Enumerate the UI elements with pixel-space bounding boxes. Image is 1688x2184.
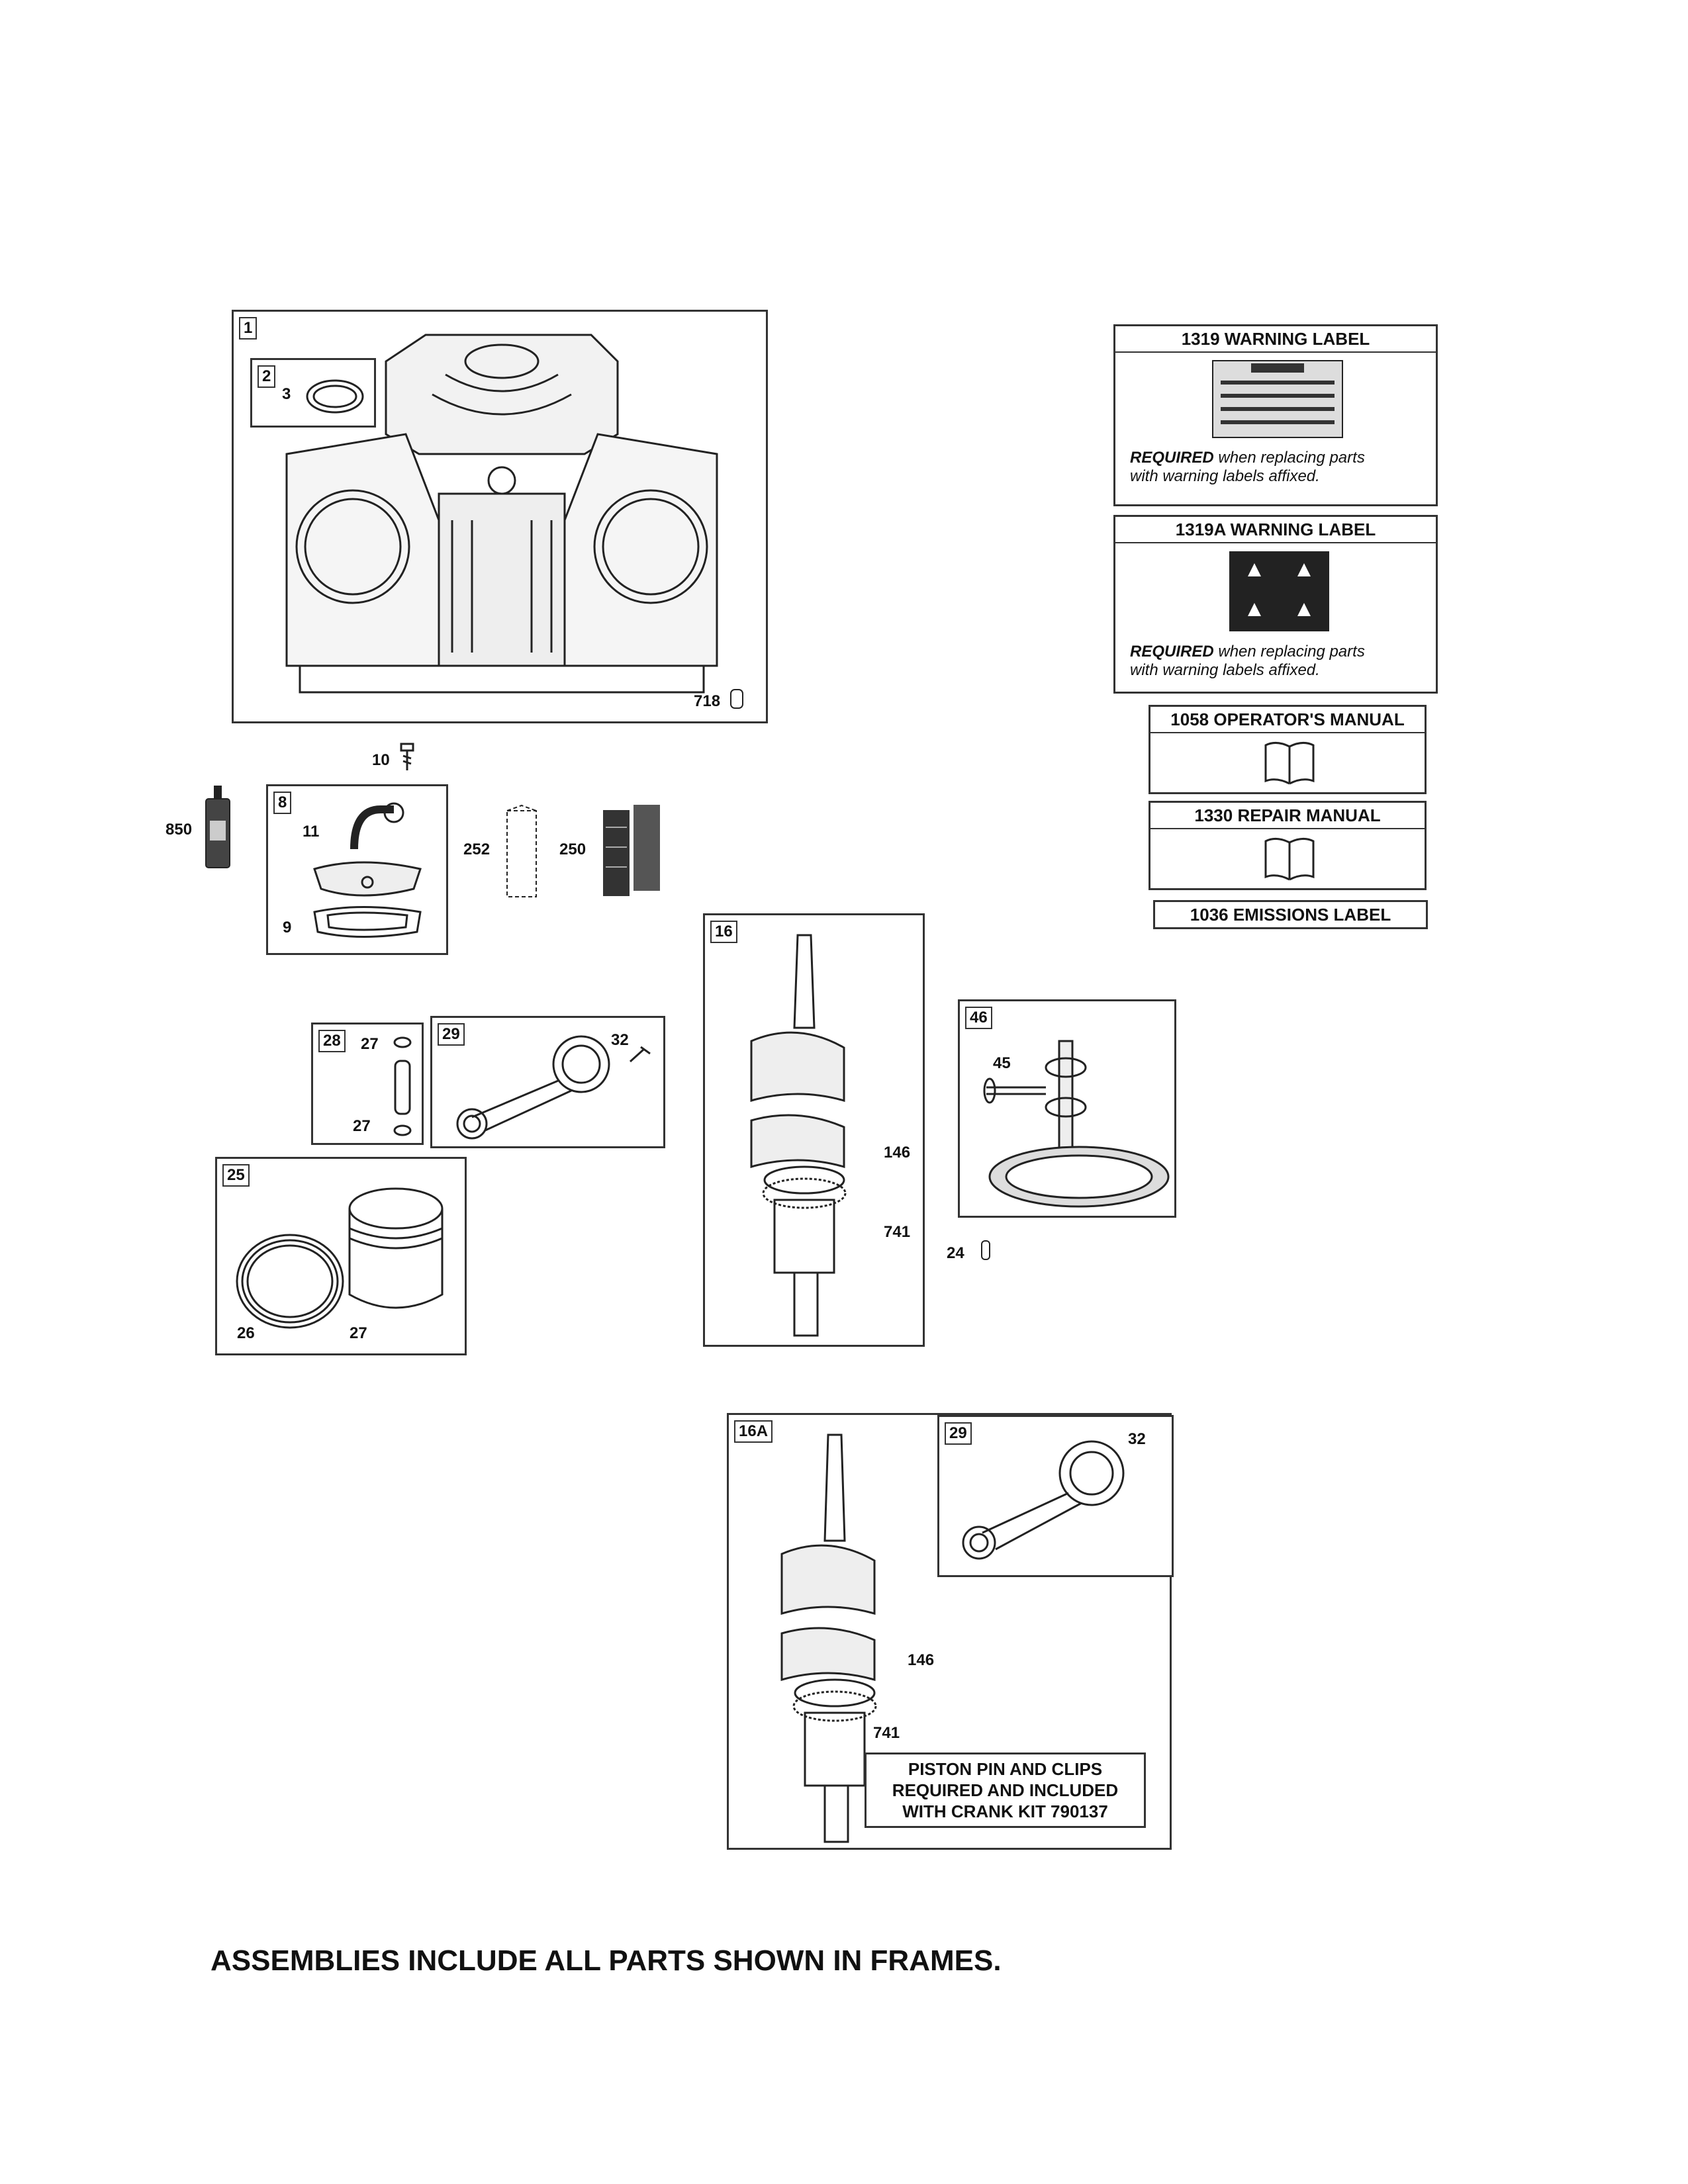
callout-32: 32 <box>611 1031 629 1049</box>
footer-note: ASSEMBLIES INCLUDE ALL PARTS SHOWN IN FR… <box>211 1944 1002 1977</box>
warning-label-1319a: 1319A WARNING LABEL REQUIRED when replac… <box>1113 515 1438 694</box>
filter-icon <box>506 804 537 897</box>
required-rest: when replacing parts <box>1213 449 1365 467</box>
warning-sticker-icon <box>1212 360 1343 438</box>
frame-28-pin-clips: 28 27 27 <box>311 1023 424 1145</box>
callout-9: 9 <box>283 919 292 936</box>
frame-29-connecting-rod: 29 32 <box>937 1415 1174 1577</box>
required-bold: REQUIRED <box>1130 643 1214 660</box>
bolt-icon <box>629 1046 651 1063</box>
tube-bottle-icon <box>205 786 230 868</box>
emissions-label-1036: 1036 EMISSIONS LABEL <box>1153 900 1428 929</box>
connecting-rod-icon <box>456 1035 610 1140</box>
piston-pin-note: PISTON PIN AND CLIPS REQUIRED AND INCLUD… <box>865 1752 1146 1828</box>
engine-block-icon <box>285 334 718 694</box>
book-icon <box>1264 742 1315 785</box>
frame-tag: 28 <box>318 1030 346 1052</box>
callout-26: 26 <box>237 1324 255 1342</box>
frame-29-connecting-rod: 29 32 <box>430 1016 665 1148</box>
required-rest: when replacing parts <box>1213 643 1365 660</box>
frame-16a-crankshaft-kit: 16A 146 741 29 32 PISTON PIN AND CLIPS R… <box>727 1413 1174 1850</box>
callout-27: 27 <box>361 1035 379 1053</box>
piston-pin-icon <box>393 1036 412 1136</box>
callout-252: 252 <box>463 841 491 858</box>
crankshaft-icon <box>750 934 847 1337</box>
label-title: 1319 WARNING LABEL <box>1115 326 1436 353</box>
frame-tag: 25 <box>222 1164 250 1187</box>
label-title: 1330 REPAIR MANUAL <box>1150 803 1425 829</box>
connecting-rod-icon <box>962 1440 1125 1560</box>
screw-icon <box>400 743 414 770</box>
frame-tag: 29 <box>945 1422 972 1445</box>
label-title: 1058 OPERATOR'S MANUAL <box>1150 707 1425 733</box>
callout-45: 45 <box>993 1054 1011 1072</box>
camshaft-gear-icon <box>983 1040 1170 1208</box>
callout-10: 10 <box>372 751 390 769</box>
callout-741: 741 <box>873 1724 900 1742</box>
piston-icon <box>236 1187 444 1329</box>
label-title: 1319A WARNING LABEL <box>1115 517 1436 543</box>
callout-11: 11 <box>303 823 320 841</box>
callout-27: 27 <box>350 1324 367 1342</box>
frame-tag: 1 <box>239 317 258 340</box>
filter-icon <box>603 805 660 896</box>
operators-manual-1058: 1058 OPERATOR'S MANUAL <box>1149 705 1427 794</box>
warning-sticker-icon <box>1229 551 1329 631</box>
frame-tag: 46 <box>965 1007 992 1029</box>
note-line: WITH CRANK KIT 790137 <box>902 1801 1108 1821</box>
breather-icon <box>313 802 422 938</box>
frame-16-crankshaft: 16 146 741 <box>703 913 925 1347</box>
callout-27: 27 <box>353 1117 371 1135</box>
frame-tag: 29 <box>438 1023 465 1046</box>
crankshaft-icon <box>780 1433 877 1843</box>
note-line: REQUIRED AND INCLUDED <box>892 1780 1119 1800</box>
frame-46-camshaft: 46 45 <box>958 999 1176 1218</box>
callout-718: 718 <box>694 692 721 710</box>
frame-tag: 16A <box>734 1420 773 1443</box>
dowel-icon <box>730 689 743 709</box>
frame-2-seal: 2 3 <box>250 358 376 428</box>
dowel-icon <box>981 1240 990 1260</box>
callout-850: 850 <box>165 821 193 839</box>
book-icon <box>1264 838 1315 881</box>
warning-label-1319: 1319 WARNING LABEL REQUIRED when replaci… <box>1113 324 1438 506</box>
frame-tag: 8 <box>273 792 292 814</box>
required-line2: with warning labels affixed. <box>1130 661 1320 679</box>
callout-250: 250 <box>559 841 586 858</box>
callout-146: 146 <box>908 1651 935 1669</box>
required-line2: with warning labels affixed. <box>1130 467 1320 485</box>
frame-8-breather: 8 11 9 <box>266 784 448 955</box>
callout-32: 32 <box>1128 1430 1146 1448</box>
label-title: 1036 EMISSIONS LABEL <box>1190 905 1391 925</box>
callout-24: 24 <box>947 1244 964 1262</box>
callout-146: 146 <box>884 1144 911 1161</box>
callout-3: 3 <box>282 385 291 403</box>
callout-741: 741 <box>884 1223 911 1241</box>
repair-manual-1330: 1330 REPAIR MANUAL <box>1149 801 1427 890</box>
seal-ring-icon <box>306 379 364 414</box>
required-bold: REQUIRED <box>1130 449 1214 467</box>
frame-25-piston: 25 26 27 <box>215 1157 467 1355</box>
frame-tag: 16 <box>710 921 737 943</box>
frame-tag: 2 <box>258 365 276 388</box>
note-line: PISTON PIN AND CLIPS <box>908 1759 1103 1779</box>
frame-1-cylinder-block: 1 2 3 718 <box>232 310 768 723</box>
